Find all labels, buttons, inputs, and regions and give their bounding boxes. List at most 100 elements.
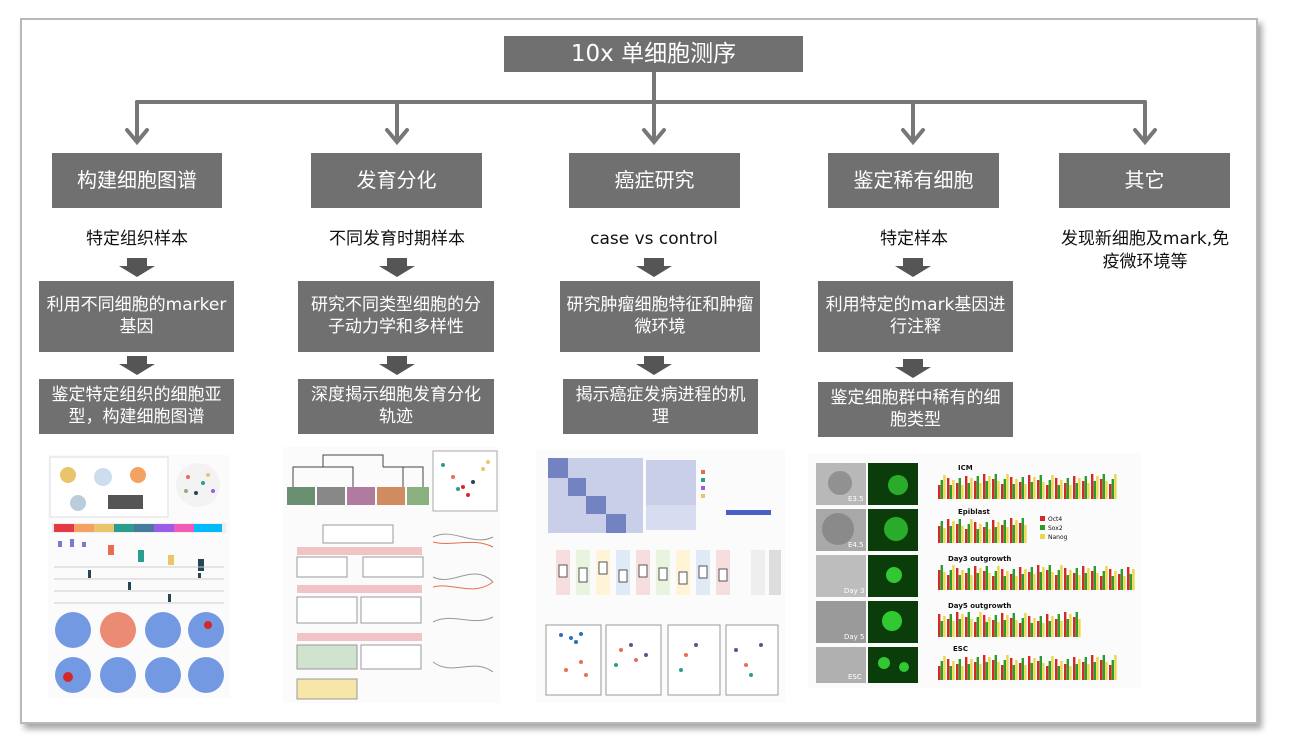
figure-bar (1114, 571, 1117, 590)
figure-bar (1060, 661, 1063, 680)
figure-bar (1030, 567, 1033, 590)
figure-bar (1114, 655, 1117, 680)
figure-bar (1075, 568, 1078, 590)
figure-bar (1109, 569, 1112, 590)
figure-bar (947, 619, 950, 637)
figure-bar (983, 615, 986, 637)
figure-bar (970, 478, 973, 499)
figure-bar (961, 614, 964, 637)
figure-bar (1015, 520, 1018, 543)
figure-bar (1055, 659, 1058, 680)
figure-bar (1120, 569, 1123, 590)
figure-bar (1037, 621, 1040, 637)
bar-panels (938, 474, 1135, 680)
figure-bar (943, 528, 946, 543)
figure-bar (1123, 576, 1126, 590)
figure-bar (985, 662, 988, 680)
figure-bar (940, 480, 943, 499)
figure-bar (1046, 570, 1049, 590)
figure-bar (943, 572, 946, 590)
figure-bar (1046, 485, 1049, 499)
figure-bar (938, 614, 941, 637)
figure-bar (1010, 574, 1013, 590)
figure-bar (1012, 484, 1015, 499)
panel-label: ICM (958, 464, 973, 472)
category-cancer: 癌症研究 (569, 153, 740, 208)
figure-bar (938, 570, 941, 590)
figure-bar (956, 483, 959, 499)
figure-bar (1102, 474, 1105, 499)
figure-bar (1028, 572, 1031, 590)
figure-bar (1118, 574, 1121, 590)
figure-bar (940, 565, 943, 590)
figure-bar (952, 661, 955, 680)
figure-bar (976, 657, 979, 680)
down-arrow (895, 258, 931, 277)
figure-bar (943, 475, 946, 499)
figure-bar (938, 485, 941, 499)
figure-bar (1037, 565, 1040, 590)
figure-bar (1087, 568, 1090, 590)
figure-bar (1102, 571, 1105, 590)
down-arrow (379, 356, 415, 375)
category-other: 其它 (1059, 153, 1230, 208)
figure-bar (997, 662, 1000, 680)
figure-bar (974, 522, 977, 543)
figure-bar (1028, 616, 1031, 637)
figure-bar (965, 657, 968, 680)
figure-bar (1003, 620, 1006, 637)
figure-bar (958, 519, 961, 543)
down-arrow (636, 258, 672, 277)
figure-bar (1028, 656, 1031, 680)
figure-bar (970, 519, 973, 543)
title-box: 10x 单细胞测序 (504, 36, 803, 72)
figure-bar (1075, 664, 1078, 680)
figure-bar (1001, 569, 1004, 590)
figure-bar (1039, 572, 1042, 590)
figure-bar (994, 615, 997, 637)
figure-bar (1129, 574, 1132, 590)
figure-bar (970, 619, 973, 637)
figure-bar (958, 619, 961, 637)
figure-bar (1069, 614, 1072, 637)
figure-bar (1100, 660, 1103, 680)
figure-bar (997, 566, 1000, 590)
figure-bar (1051, 475, 1054, 499)
figure-bar (1019, 523, 1022, 543)
figure-bar (956, 664, 959, 680)
figure-bar (1078, 659, 1081, 680)
figure-bar (985, 622, 988, 637)
figure-bar (970, 575, 973, 590)
figure-bar (1006, 527, 1009, 543)
figure-bar (1006, 571, 1009, 590)
figure-bar (940, 521, 943, 543)
figure-bar (1057, 570, 1060, 590)
legend-label: Oct4 (1048, 516, 1062, 523)
figure-bar (1048, 480, 1051, 499)
sample-label: 特定样本 (880, 229, 948, 249)
figure-bar (961, 485, 964, 499)
figure-bar (1111, 576, 1114, 590)
legend-label: Sox2 (1048, 525, 1063, 532)
step1-box: 利用特定的mark基因进行注释 (818, 281, 1013, 352)
figure-bar (1105, 662, 1108, 680)
figure-bar (1066, 619, 1069, 637)
figure-bar (1001, 665, 1004, 680)
figure-bar (1100, 576, 1103, 590)
figure-bar (988, 529, 991, 543)
figure-bar (1001, 484, 1004, 499)
figure-bar (997, 622, 1000, 637)
image-label: E3.5 (848, 495, 864, 503)
figure-bar (974, 566, 977, 590)
figure-bar (1042, 623, 1045, 637)
figure-bar (949, 614, 952, 637)
figure-bar (967, 568, 970, 590)
figure-bar (952, 521, 955, 543)
figure-bar (956, 524, 959, 543)
sample-label: 发现新细胞及mark,免疫微环境等 (1060, 229, 1230, 272)
figure-bar (979, 524, 982, 543)
figure-bar (1069, 666, 1072, 680)
category-development: 发育分化 (311, 153, 482, 208)
figure-bar (938, 526, 941, 543)
